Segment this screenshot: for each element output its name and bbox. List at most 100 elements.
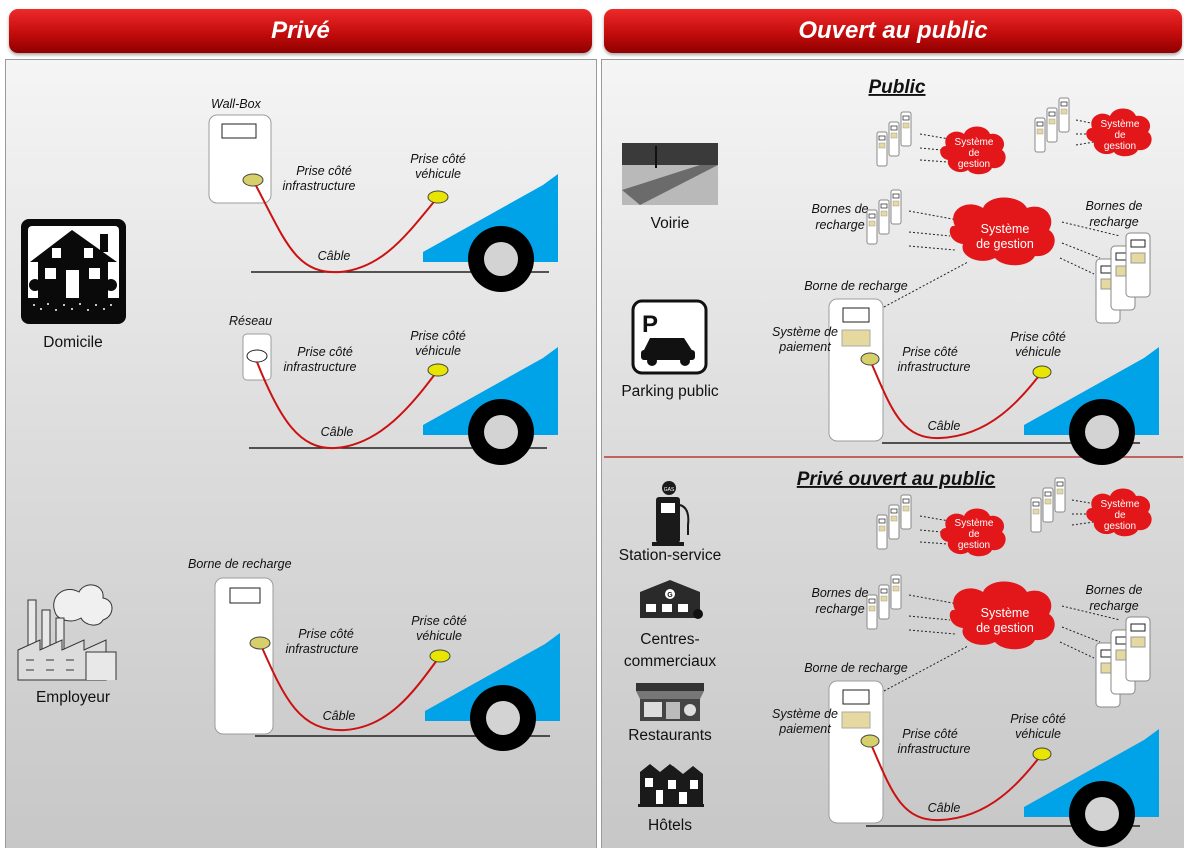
- header-ouvert-au-public: Ouvert au public: [604, 9, 1182, 53]
- hotels-icon: [638, 764, 704, 807]
- management-system-private: Bornes de recharge Bornes de recharge Sy…: [812, 575, 1150, 707]
- vehicle-plug-icon: [1032, 365, 1052, 379]
- restaurant-icon: [636, 683, 704, 721]
- label-hotels: Hôtels: [648, 817, 692, 834]
- small-system-right: Système de gestion: [1035, 98, 1152, 157]
- scenario-employeur: Borne de recharge Prise côté infrastruct…: [188, 557, 560, 751]
- svg-text:Bornes de: Bornes de: [1086, 583, 1143, 597]
- cable-line: [869, 359, 1043, 440]
- svg-text:Prise côté: Prise côté: [902, 345, 958, 359]
- infrastructure-plug-icon: [249, 636, 271, 650]
- svg-text:Câble: Câble: [928, 419, 961, 433]
- svg-text:Système: Système: [1101, 499, 1140, 510]
- label-domicile: Domicile: [43, 334, 102, 351]
- vehicle-plug-icon: [429, 649, 451, 663]
- infrastructure-plug-icon: [242, 173, 264, 187]
- cable-line: [256, 361, 439, 450]
- cable-line: [259, 642, 441, 732]
- road-photo: [622, 143, 718, 205]
- infrastructure-plug-icon: [860, 734, 880, 748]
- cable-line: [252, 179, 439, 274]
- svg-text:infrastructure: infrastructure: [898, 742, 971, 756]
- svg-text:Câble: Câble: [928, 801, 961, 815]
- management-cloud-icon: [940, 126, 1006, 175]
- svg-text:de: de: [968, 148, 980, 159]
- vehicle-plug-icon: [427, 190, 449, 204]
- svg-text:Prise côté: Prise côté: [296, 164, 352, 178]
- svg-text:P: P: [642, 311, 658, 338]
- svg-text:Câble: Câble: [318, 249, 351, 263]
- svg-text:de gestion: de gestion: [976, 237, 1034, 251]
- management-cloud-icon: [1086, 488, 1152, 537]
- svg-text:véhicule: véhicule: [1015, 345, 1061, 359]
- svg-text:Prise côté: Prise côté: [411, 614, 467, 628]
- parking-icon: P: [631, 299, 708, 375]
- scenario-public-parking: Borne de recharge Système de paiement Pr…: [772, 279, 1159, 465]
- svg-text:infrastructure: infrastructure: [283, 179, 356, 193]
- svg-text:de gestion: de gestion: [976, 621, 1034, 635]
- payment-terminal: [841, 329, 871, 347]
- svg-text:gestion: gestion: [1104, 521, 1136, 532]
- small-system-right-2: Système de gestion: [1031, 478, 1152, 537]
- title-public: Public: [868, 77, 925, 98]
- svg-text:Prise côté: Prise côté: [410, 329, 466, 343]
- svg-text:paiement: paiement: [778, 340, 831, 354]
- svg-text:gestion: gestion: [958, 159, 990, 170]
- svg-text:de: de: [968, 529, 980, 540]
- svg-text:infrastructure: infrastructure: [286, 642, 359, 656]
- label-restaurants: Restaurants: [628, 727, 712, 744]
- label-centres: Centres-: [640, 631, 699, 648]
- svg-text:Prise côté: Prise côté: [902, 727, 958, 741]
- svg-text:Bornes de: Bornes de: [812, 586, 869, 600]
- mall-icon: G: [640, 580, 703, 619]
- small-system-left-2: Système de gestion: [877, 495, 1006, 557]
- title-prive-ouvert-au-public: Privé ouvert au public: [797, 469, 996, 490]
- svg-text:Système de: Système de: [772, 325, 838, 339]
- svg-text:Bornes de: Bornes de: [1086, 199, 1143, 213]
- svg-text:recharge: recharge: [815, 602, 864, 616]
- scenario-private-open: Borne de recharge Système de paiement Pr…: [772, 661, 1159, 847]
- svg-text:véhicule: véhicule: [416, 629, 462, 643]
- label-wallbox: Wall-Box: [211, 97, 262, 111]
- svg-text:Prise côté: Prise côté: [1010, 330, 1066, 344]
- label-employeur: Employeur: [36, 689, 110, 706]
- vehicle-plug-icon: [427, 363, 449, 377]
- svg-text:Système: Système: [981, 606, 1030, 620]
- svg-text:paiement: paiement: [778, 722, 831, 736]
- svg-text:Système de: Système de: [772, 707, 838, 721]
- svg-text:G: G: [667, 592, 673, 599]
- management-cloud-icon: [940, 508, 1006, 557]
- label-parking-public: Parking public: [621, 383, 719, 400]
- svg-text:de: de: [1114, 130, 1126, 141]
- label-borne: Borne de recharge: [188, 557, 292, 571]
- svg-text:Prise côté: Prise côté: [410, 152, 466, 166]
- svg-text:Système: Système: [1101, 119, 1140, 130]
- svg-text:Prise côté: Prise côté: [297, 345, 353, 359]
- label-commerciaux: commerciaux: [624, 653, 716, 670]
- car-icon: [1024, 347, 1159, 465]
- management-cloud-icon: [949, 581, 1055, 650]
- infrastructure-plug-icon: [860, 352, 880, 366]
- svg-text:véhicule: véhicule: [1015, 727, 1061, 741]
- svg-text:véhicule: véhicule: [415, 344, 461, 358]
- svg-text:infrastructure: infrastructure: [284, 360, 357, 374]
- svg-text:Système: Système: [955, 137, 994, 148]
- factory-icon: [17, 584, 117, 681]
- svg-text:Borne de recharge: Borne de recharge: [804, 279, 908, 293]
- svg-text:GAS: GAS: [664, 487, 675, 493]
- svg-text:recharge: recharge: [1089, 599, 1138, 613]
- header-prive: Privé: [9, 9, 592, 53]
- scenario-wallbox: Wall-Box Prise côté infrastructure Prise…: [208, 97, 558, 292]
- management-cloud-icon: [1086, 108, 1152, 157]
- svg-text:véhicule: véhicule: [415, 167, 461, 181]
- charging-station: [214, 577, 274, 735]
- svg-text:Système: Système: [955, 518, 994, 529]
- gas-station-icon: GAS: [652, 481, 690, 546]
- scenario-reseau: Réseau Prise côté infrastructure Prise c…: [229, 314, 558, 465]
- svg-text:Câble: Câble: [323, 709, 356, 723]
- svg-text:recharge: recharge: [815, 218, 864, 232]
- svg-text:de: de: [1114, 510, 1126, 521]
- cable-line: [869, 741, 1043, 822]
- label-voirie: Voirie: [651, 215, 690, 232]
- management-system-public: Bornes de recharge Bornes de recharge Sy…: [812, 190, 1150, 323]
